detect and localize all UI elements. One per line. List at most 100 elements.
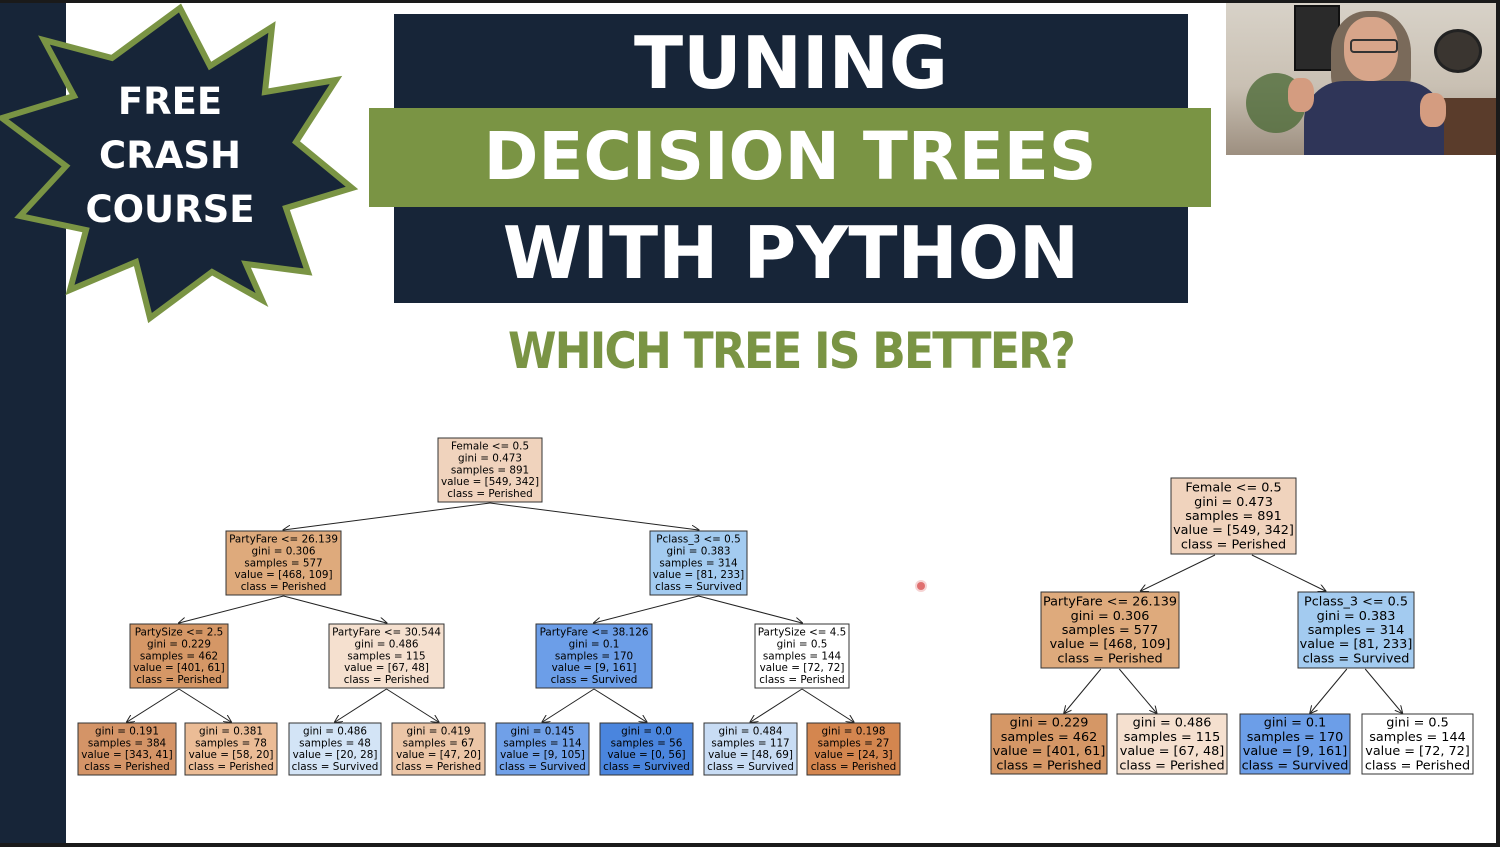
tree-large-node-text: class = Perished: [759, 674, 845, 686]
tree-large-node-text: samples = 67: [403, 737, 475, 749]
tree-large-node-text: value = [401, 61]: [133, 662, 224, 674]
tree-large-node-box: [649, 530, 748, 596]
tree-large-node-box: [225, 530, 342, 596]
tree-large-node-text: gini = 0.229: [147, 639, 211, 651]
tree-small-edges: [1064, 554, 1402, 713]
tree-small-edge: [1118, 668, 1156, 713]
tree-small-node-text: class = Perished: [1057, 651, 1162, 666]
tree-large-node-text: value = [24, 3]: [814, 749, 892, 761]
tree-small-node-text: samples = 891: [1185, 509, 1281, 524]
tree-small-edge: [1064, 668, 1102, 713]
tree-large-node-text: gini = 0.419: [406, 726, 470, 738]
title-line-tuning: TUNING: [634, 21, 948, 105]
tree-large-node-box: [754, 623, 850, 689]
tree-small-node-text: gini = 0.306: [1071, 609, 1150, 624]
tree-large-edge: [284, 502, 491, 530]
tree-small-node-box: [990, 713, 1108, 775]
tree-large-node-text: value = [81, 233]: [653, 569, 744, 581]
tree-large-node-text: samples = 78: [195, 737, 267, 749]
tree-small-node-box: [1170, 477, 1297, 555]
tree-small-edge: [1251, 554, 1326, 591]
tree-large-node-text: gini = 0.191: [95, 726, 159, 738]
tree-large-node-text: value = [47, 20]: [396, 749, 481, 761]
starburst-badge: [0, 3, 359, 324]
tree-large-node-text: samples = 117: [711, 737, 789, 749]
tree-small-node-text: gini = 0.5: [1386, 716, 1449, 731]
tree-small-node-text: PartyFare <= 26.139: [1043, 595, 1177, 610]
tree-small-node-text: value = [72, 72]: [1365, 744, 1470, 759]
tree-large-node-box: [495, 722, 590, 776]
tree-small-node-text: samples = 314: [1308, 623, 1404, 638]
tree-small-node-text: samples = 144: [1369, 730, 1465, 745]
tree-large-node-text: PartyFare <= 26.139: [229, 534, 338, 546]
tree-small-node-text: class = Perished: [1365, 758, 1470, 773]
tree-small-node-text: class = Survived: [1242, 758, 1349, 773]
tree-large-node-text: samples = 27: [818, 737, 890, 749]
tree-small-node-text: value = [81, 233]: [1300, 637, 1413, 652]
subtitle: WHICH TREE IS BETTER?: [507, 322, 1076, 380]
tree-large-node-text: PartyFare <= 30.544: [332, 627, 441, 639]
tree-large-edge: [751, 688, 803, 722]
tree-large-node-text: samples = 115: [347, 650, 425, 662]
presenter-webcam: [1226, 3, 1496, 155]
tree-large-node-text: gini = 0.381: [199, 726, 263, 738]
tree-large-node-text: value = [9, 161]: [552, 662, 637, 674]
tree-small-edge: [1310, 668, 1348, 713]
tree-large-node-text: class = Survived: [551, 674, 638, 686]
tree-large-node-box: [437, 437, 543, 503]
tree-small-node-box: [1116, 713, 1228, 775]
tree-large-node-text: PartySize <= 4.5: [758, 627, 847, 639]
tree-large-node-text: samples = 384: [88, 737, 167, 749]
tree-large-node-box: [806, 722, 901, 776]
tree-large-node-text: value = [343, 41]: [81, 749, 172, 761]
tree-large-node-text: class = Perished: [241, 581, 327, 593]
tree-large-node-text: Female <= 0.5: [451, 441, 529, 453]
tree-large-node-text: samples = 144: [763, 650, 842, 662]
tree-large-edges: [127, 502, 854, 722]
tree-large-edge: [594, 595, 699, 623]
tree-large-edge: [178, 688, 231, 722]
window-frame-top: [0, 0, 1500, 3]
tree-small-node-box: [1297, 591, 1415, 669]
tree-large-node-text: class = Survived: [292, 761, 379, 773]
tree-large-edge: [698, 595, 803, 623]
tree-large-node-text: class = Perished: [84, 761, 170, 773]
tree-large-node-text: gini = 0.383: [666, 546, 730, 558]
tree-large-node-text: gini = 0.1: [569, 639, 620, 651]
tree-large-node-text: PartyFare <= 38.126: [540, 627, 649, 639]
presenter-glasses: [1350, 39, 1398, 53]
tree-large-node-box: [77, 722, 177, 776]
tree-small-node-box: [1040, 591, 1180, 669]
tree-large-node-box: [328, 623, 445, 689]
tree-large-node-text: value = [67, 48]: [344, 662, 429, 674]
tree-small-node-text: class = Perished: [996, 758, 1101, 773]
tree-small-node-text: class = Survived: [1303, 651, 1410, 666]
tree-large-node-text: gini = 0.198: [821, 726, 885, 738]
tree-large-node-text: samples = 314: [659, 557, 738, 569]
tree-small-node-text: gini = 0.486: [1133, 716, 1212, 731]
tree-large-node-box: [288, 722, 382, 776]
tree-small-edge: [1141, 554, 1216, 591]
window-frame-bottom: [0, 843, 1500, 847]
tree-small-node-text: samples = 462: [1001, 730, 1097, 745]
tree-small-node-text: class = Perished: [1181, 537, 1286, 552]
tree-large-node-text: Pclass_3 <= 0.5: [656, 534, 740, 546]
tree-small-node-text: samples = 577: [1062, 623, 1158, 638]
tree-large-edge: [593, 688, 647, 722]
badge-line-crash: CRASH: [99, 134, 241, 177]
tree-small-node-text: value = [468, 109]: [1050, 637, 1171, 652]
tree-large-node-text: value = [48, 69]: [708, 749, 793, 761]
tree-large-node-text: value = [58, 20]: [189, 749, 274, 761]
tree-small-node-text: gini = 0.1: [1264, 716, 1327, 731]
tree-large-edge: [386, 688, 439, 722]
tree-large-node-text: samples = 48: [299, 737, 371, 749]
tree-small-node-text: gini = 0.383: [1317, 609, 1396, 624]
